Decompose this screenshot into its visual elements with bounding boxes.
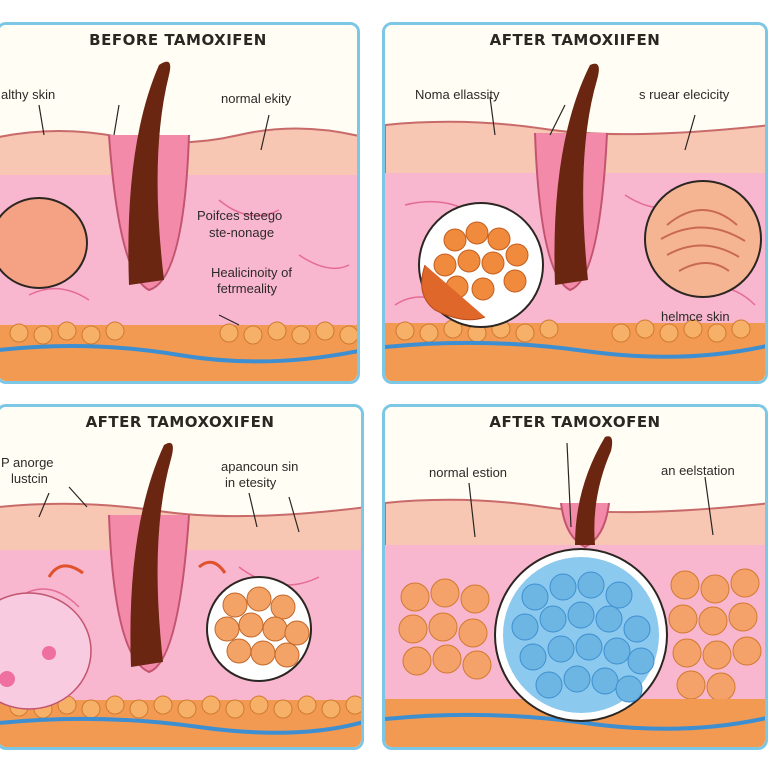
panel-after-3: AFTER TAMOXOFEN normal estion an eelstat… [382,404,768,750]
annotation-label: apancoun sin [221,459,299,474]
annotation-label: an eelstation [661,463,735,478]
annotation-label: in etesity [225,475,277,490]
panel-title: AFTER TAMOXOFEN [489,413,661,431]
annotation-label: normal estion [429,465,508,480]
annotation-label: s ruear elecicity [639,87,730,102]
annotation-label: Poifces steego [197,208,283,223]
skin-cross-section-2 [385,25,765,381]
skin-cross-section-1 [0,25,357,381]
annotation-label: lustcin [11,471,48,486]
skin-cross-section-4 [385,407,765,747]
annotation-label: ste-nonage [209,225,275,240]
annotation-label: P anorge [1,455,54,470]
annotation-label: althy skin [1,87,56,102]
panel-title: AFTER TAMOXOXIFEN [85,413,275,431]
annotation-label: Healicinoity of [211,265,292,280]
annotation-label: Noma ellassity [415,87,500,102]
panel-title: BEFORE TAMOXIFEN [89,31,267,49]
panel-after-2: AFTER TAMOXOXIFEN P anorge lustcin apanc… [0,404,364,750]
panel-after-1: AFTER TAMOXIIFEN Noma ellassity s ruear … [382,22,768,384]
skin-cross-section-3 [0,407,361,747]
annotation-label: normal ekity [221,91,292,106]
panel-before: BEFORE TAMOXIFEN althy skin normal ekity… [0,22,360,384]
annotation-label: helmce skin [661,309,730,324]
panel-title: AFTER TAMOXIIFEN [489,31,661,49]
annotation-label: fetrmeality [217,281,277,296]
